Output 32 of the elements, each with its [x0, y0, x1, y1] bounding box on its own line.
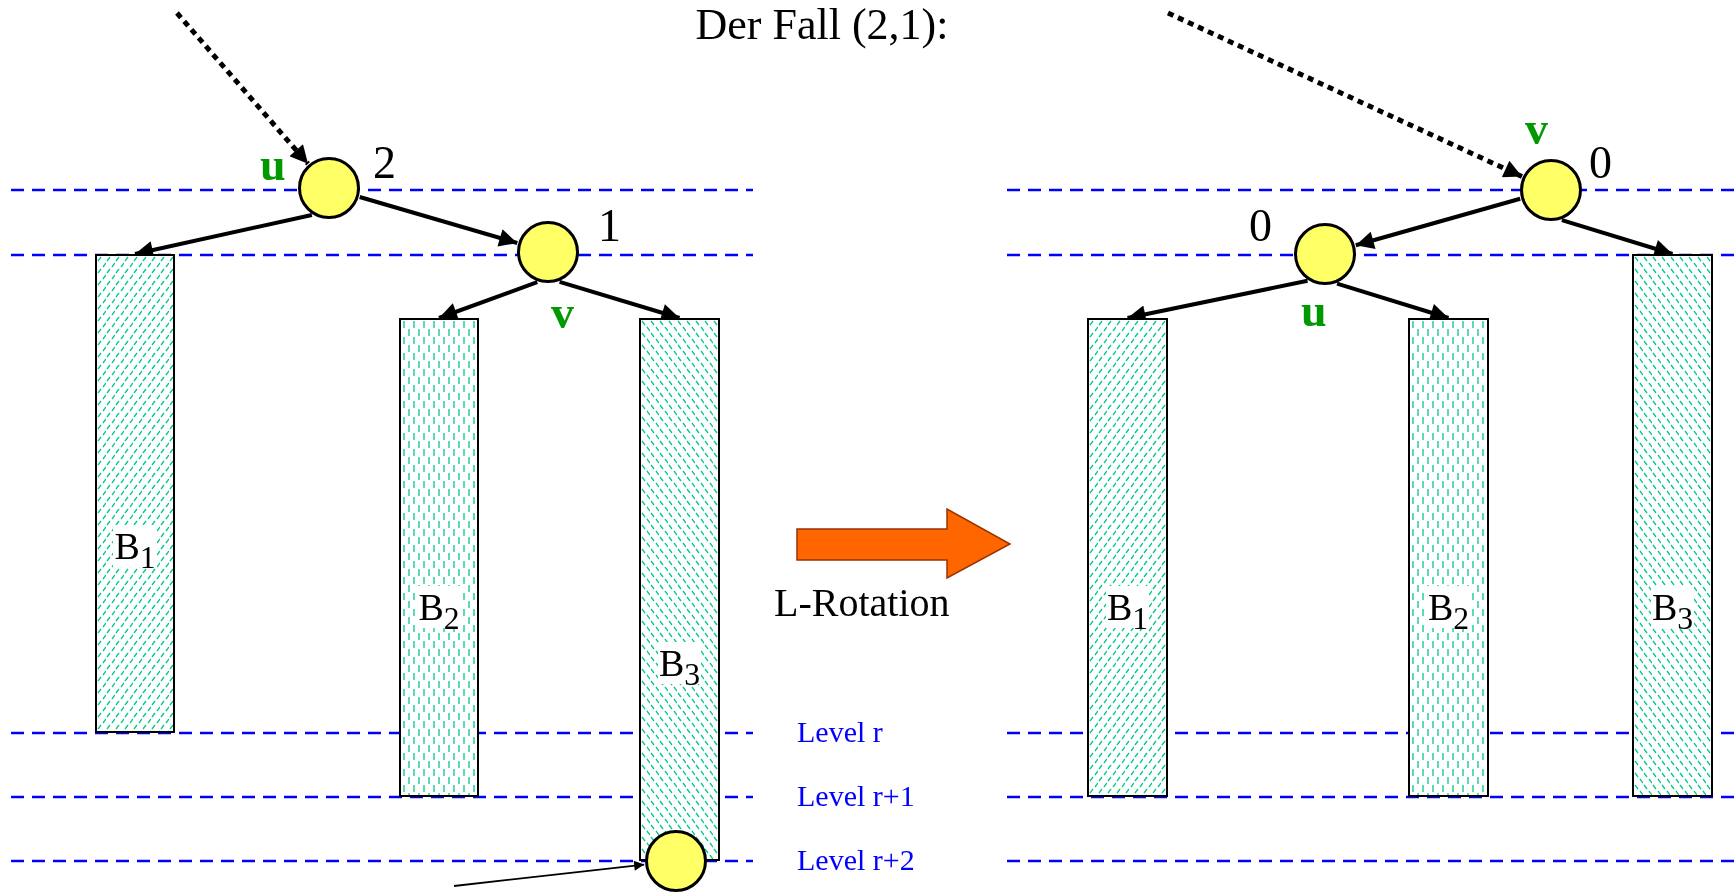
balance-value: 2: [373, 143, 396, 183]
arrow: [359, 195, 518, 247]
dotted-arrow: [175, 11, 310, 166]
subtree-bar: [1087, 318, 1168, 797]
tree-node-circle: [645, 830, 707, 892]
balance-value: 0: [1249, 206, 1272, 246]
subtree-label: B$_{1}$: [113, 525, 157, 567]
subtree-label: B$_{2}$: [1426, 586, 1471, 628]
subtree-label: B$_{2}$: [417, 586, 461, 628]
subtree-bar: [95, 254, 175, 733]
node-name: v: [1525, 109, 1548, 149]
arrow: [438, 280, 538, 321]
level-label: Level r+2: [797, 842, 915, 878]
arrow: [1355, 196, 1521, 250]
subtree-bar: [399, 318, 479, 797]
level-label: Level r: [797, 714, 883, 750]
balance-value: 1: [598, 206, 621, 246]
node-name: v: [551, 293, 574, 333]
subtree-label: B$_{3}$: [657, 642, 702, 684]
subtree-bar: [639, 318, 720, 861]
subtree-label: B$_{3}$: [1650, 586, 1695, 628]
subtree-label: B$_{1}$: [1105, 586, 1150, 628]
node-name: u: [1301, 291, 1327, 331]
level-label: Level r+1: [797, 778, 915, 814]
dotted-arrow: [1166, 10, 1523, 179]
arrow: [453, 860, 646, 887]
title: Der Fall (2,1):: [694, 0, 950, 50]
balance-value: 0: [1589, 143, 1612, 183]
subtree-bar: [1632, 254, 1713, 797]
node-name: u: [260, 145, 286, 185]
subtree-bar: [1408, 318, 1489, 797]
operation-label: L-Rotation: [774, 580, 950, 626]
